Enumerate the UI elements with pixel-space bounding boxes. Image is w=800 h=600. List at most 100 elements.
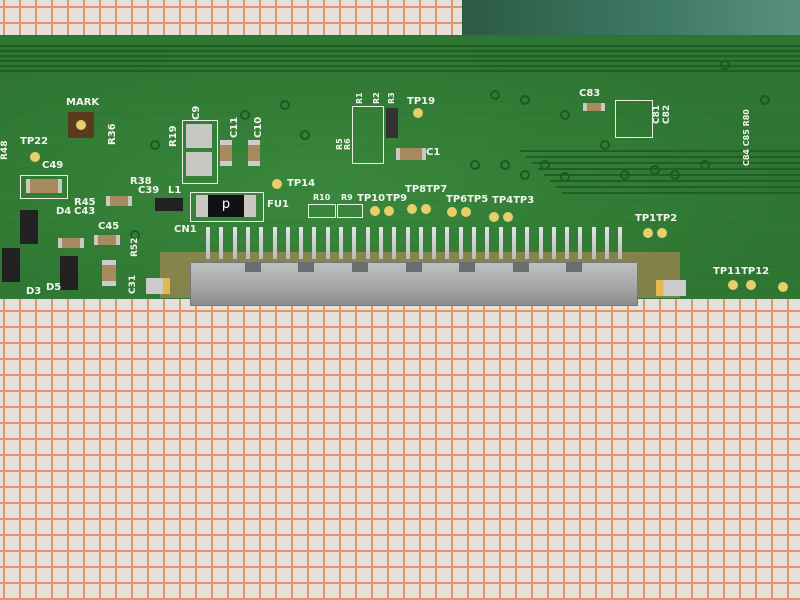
resistor-r3 (386, 108, 398, 138)
trace (526, 156, 800, 158)
connector-pin (232, 227, 237, 259)
connector-latch-tab (245, 262, 261, 272)
connector-pin (498, 227, 503, 259)
test-pad-tp14 (272, 179, 282, 189)
silk-tp22: TP22 (20, 136, 49, 147)
connector-pin (312, 227, 317, 259)
via (700, 160, 710, 170)
c9-pad (186, 152, 212, 176)
silk-r19: R19 (168, 125, 179, 147)
connector-latch-tab (298, 262, 314, 272)
c49-outline (20, 175, 68, 199)
connector-pin (551, 227, 556, 259)
silk-tp14: TP14 (287, 178, 316, 189)
connector-pin (578, 227, 583, 259)
connector-pin (511, 227, 516, 259)
test-pad-tp1 (643, 228, 653, 238)
c81-c82-outline (615, 100, 653, 138)
display-panel-flex (462, 0, 800, 38)
via (560, 110, 570, 120)
silk-fu1: FU1 (267, 199, 289, 210)
via (520, 170, 530, 180)
silk-tp8-tp7: TP8TP7 (405, 184, 448, 195)
silk-tp11-tp12: TP11TP12 (713, 266, 770, 277)
trace (0, 55, 800, 57)
connector-pin (405, 227, 410, 259)
silk-tp9: TP9 (386, 193, 408, 204)
silk-c39: C39 (138, 185, 160, 196)
connector-pin (245, 227, 250, 259)
r10-outline (308, 204, 336, 218)
trace (550, 180, 800, 182)
silk-c11: C11 (229, 116, 240, 138)
connector-pin (352, 227, 357, 259)
silk-r6: R6 (343, 138, 352, 150)
silk-r36: R36 (107, 123, 118, 145)
test-pad-tp10 (370, 206, 380, 216)
connector-pin (339, 227, 343, 259)
trace (538, 168, 800, 170)
r1-r6-outline (352, 106, 384, 164)
trace (562, 192, 800, 194)
silk-c82: C82 (662, 104, 672, 124)
test-pad-tp6 (447, 207, 457, 217)
connector-pin (432, 227, 437, 259)
fuse-fu1: p (196, 195, 256, 217)
silk-tp6-tp5: TP6TP5 (446, 194, 489, 205)
connector-pin (272, 227, 277, 259)
connector-pin (525, 227, 530, 259)
silk-r1: R1 (355, 92, 364, 104)
capacitor-c83 (583, 103, 605, 111)
capacitor-c10 (248, 140, 260, 166)
silk-d4: D4 (56, 206, 72, 217)
silk-r52: R52 (130, 237, 140, 257)
connector-pin (538, 227, 543, 259)
connector-pin (206, 227, 210, 259)
silk-r3: R3 (387, 92, 396, 104)
via (500, 160, 510, 170)
connector-pin (618, 227, 623, 259)
silk-r9: R9 (341, 193, 353, 202)
connector-pin (365, 227, 370, 259)
via (280, 100, 290, 110)
silk-tp1-tp2: TP1TP2 (635, 213, 678, 224)
test-pad-tp9 (384, 206, 394, 216)
trace (556, 186, 800, 188)
silk-c83: C83 (579, 88, 601, 99)
silk-r10: R10 (313, 193, 331, 202)
silk-c43: C43 (74, 206, 96, 217)
transistor-ic (60, 256, 78, 290)
trace (0, 60, 800, 62)
connector-latch-tab (513, 262, 529, 272)
c9-outline (182, 120, 218, 184)
silk-l1: L1 (168, 185, 182, 196)
test-pad-tp5 (461, 207, 471, 217)
capacitor-c45 (94, 235, 120, 245)
silk-cn1: CN1 (174, 224, 197, 235)
test-pad-tp2 (657, 228, 667, 238)
via (130, 230, 140, 240)
silk-c84-c85-r80: C84 C85 R80 (742, 109, 751, 166)
silk-c49: C49 (42, 160, 64, 171)
capacitor-c49 (26, 179, 62, 193)
test-pad-tp4 (489, 212, 499, 222)
connector-pin (485, 227, 490, 259)
test-pad-tp12 (746, 280, 756, 290)
silk-c1: C1 (426, 147, 441, 158)
capacitor-c31 (102, 260, 116, 286)
silk-r38: R38 (130, 176, 152, 187)
transistor-ic (2, 248, 20, 282)
test-pad-tp7 (421, 204, 431, 214)
connector-pin (472, 227, 476, 259)
connector-pin (259, 227, 264, 259)
via (520, 95, 530, 105)
via (240, 110, 250, 120)
via (150, 140, 160, 150)
connector-pin (565, 227, 570, 259)
silk-c45: C45 (98, 221, 120, 232)
fuse-marking: p (208, 195, 244, 217)
silk-d5: D5 (46, 282, 62, 293)
trace (520, 150, 800, 152)
connector-pin (605, 227, 609, 259)
fu1-outline (190, 192, 264, 222)
